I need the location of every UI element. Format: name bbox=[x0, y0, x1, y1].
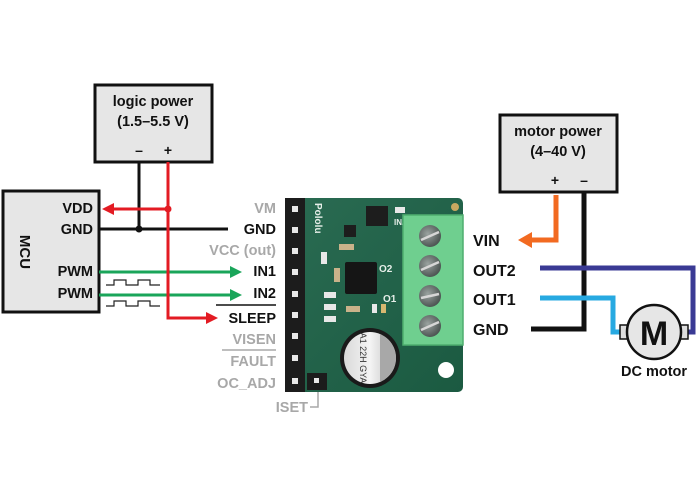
mcu-pin-pwm1: PWM bbox=[58, 264, 93, 280]
board-silk-o2: O2 bbox=[379, 264, 393, 275]
motor-symbol: M bbox=[640, 315, 668, 353]
capacitor-marking: A1 22H GYA bbox=[358, 333, 368, 384]
motor-power-range: (4–40 V) bbox=[530, 144, 586, 160]
board-brand: Pololu bbox=[312, 203, 323, 234]
arrow-right-icon bbox=[230, 289, 242, 301]
motor-out2-wire bbox=[540, 265, 696, 335]
pin-label-out2: OUT2 bbox=[473, 263, 516, 280]
board-pin-labels: VM GND VCC (out) IN1 IN2 SLEEP VISEN FAU… bbox=[209, 201, 319, 416]
motor-power-title: motor power bbox=[514, 124, 602, 140]
pin-label-visen: VISEN bbox=[232, 332, 276, 348]
pin-label-in1: IN1 bbox=[253, 264, 276, 280]
logic-ground-wire bbox=[99, 162, 228, 233]
screw-terminals bbox=[419, 225, 441, 337]
dc-motor: M DC motor bbox=[619, 303, 689, 380]
arrow-right-icon bbox=[230, 266, 242, 278]
pin-label-sleep: SLEEP bbox=[228, 311, 276, 327]
motor-out1-wire bbox=[540, 295, 622, 335]
motor-power-supply: motor power (4–40 V) + – bbox=[498, 113, 619, 194]
mcu-pin-vdd: VDD bbox=[62, 201, 93, 217]
pwm-waveform-icon bbox=[106, 300, 160, 307]
board-output-labels: VIN OUT2 OUT1 GND bbox=[473, 233, 516, 339]
logic-power-wire bbox=[102, 162, 218, 324]
logic-power-range: (1.5–5.5 V) bbox=[117, 114, 189, 130]
pin-label-gnd: GND bbox=[244, 222, 276, 238]
pin-label-vcc-out: VCC (out) bbox=[209, 243, 276, 259]
pin-label-fault: FAULT bbox=[230, 354, 276, 370]
mcu-block: MCU VDD GND PWM PWM bbox=[1, 189, 101, 314]
motor-power-minus-terminal: – bbox=[580, 172, 588, 188]
pin-label-iset: ISET bbox=[276, 400, 308, 416]
arrow-right-icon bbox=[206, 312, 218, 324]
motor-driver-board: Pololu IN/IN EN/DIR O2 O1 A1 22H GYA bbox=[285, 198, 464, 392]
pin-label-vin: VIN bbox=[473, 233, 500, 250]
mcu-pin-pwm2: PWM bbox=[58, 286, 93, 302]
logic-power-plus-terminal: + bbox=[164, 142, 172, 158]
pin-label-vm: VM bbox=[254, 201, 276, 217]
pwm-in1-wire bbox=[99, 266, 242, 278]
board-silk-o1: O1 bbox=[383, 294, 397, 305]
arrow-left-icon bbox=[102, 203, 114, 215]
motor-label: DC motor bbox=[621, 364, 687, 380]
motor-vin-wire bbox=[518, 195, 559, 248]
mcu-name: MCU bbox=[16, 235, 33, 269]
pin-label-out1: OUT1 bbox=[473, 292, 516, 309]
pin-label-oc-adj: OC_ADJ bbox=[217, 376, 276, 392]
logic-power-minus-terminal: – bbox=[135, 142, 143, 158]
logic-power-title: logic power bbox=[113, 94, 194, 110]
arrow-left-icon bbox=[518, 232, 532, 248]
mcu-pin-gnd: GND bbox=[61, 222, 93, 238]
pwm-waveform-icon bbox=[106, 279, 160, 286]
motor-power-plus-terminal: + bbox=[551, 172, 559, 188]
pin-label-gnd-motor: GND bbox=[473, 322, 509, 339]
pwm-in2-wire bbox=[99, 289, 242, 301]
logic-power-supply: logic power (1.5–5.5 V) – + bbox=[93, 83, 214, 164]
motor-ground-wire bbox=[531, 192, 587, 332]
pin-label-in2: IN2 bbox=[253, 286, 276, 302]
